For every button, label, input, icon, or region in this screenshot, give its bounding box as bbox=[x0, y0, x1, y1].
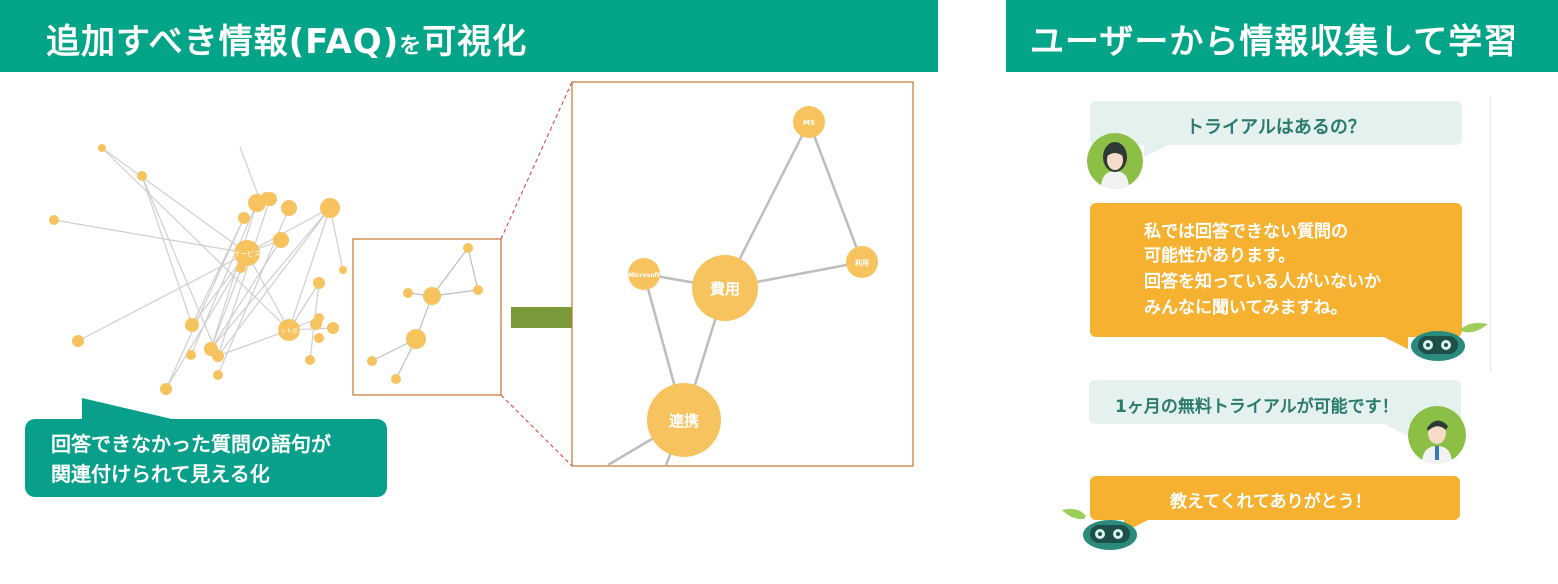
callout-tail bbox=[82, 398, 176, 420]
chat-bubble-r2: 教えてくれてありがとう！ bbox=[1090, 476, 1460, 520]
chat-bubble-r1: 私では回答できない質問の 可能性があります。 回答を知っている人がいないか みん… bbox=[1090, 203, 1462, 337]
chat-q2-text: 1ヶ月の無料トライアルが可能です！ bbox=[1115, 397, 1399, 417]
selection-nodes bbox=[367, 243, 483, 384]
node-hiyou bbox=[692, 255, 758, 321]
overview-nodes bbox=[49, 144, 347, 395]
selection-edges bbox=[371, 247, 479, 380]
banner-left: 追加すべき情報(FAQ)を可視化 bbox=[0, 0, 938, 72]
chat-bubble-q2: 1ヶ月の無料トライアルが可能です！ bbox=[1089, 380, 1461, 424]
node-riyou-label: 利用 bbox=[855, 258, 869, 267]
callout-line2: 関連付けられて見える化 bbox=[51, 462, 270, 486]
banner-right-title: ユーザーから情報収集して学習 bbox=[1030, 22, 1519, 62]
banner-left-end: 可視化 bbox=[422, 22, 528, 62]
node-microsoft-label: Microsoft bbox=[628, 272, 660, 279]
user-avatar-woman-icon bbox=[1087, 133, 1143, 189]
chat-r1-line2: 可能性があります。 bbox=[1144, 246, 1296, 266]
node-hiyou-label: 費用 bbox=[710, 280, 740, 298]
robot-icon-2 bbox=[1062, 508, 1137, 550]
robot-icon bbox=[1411, 322, 1488, 361]
chat-q1-text: トライアルはあるの？ bbox=[1186, 117, 1366, 138]
callout-box: 回答できなかった質問の語句が 関連付けられて見える化 bbox=[25, 419, 387, 497]
zoom-line-bottom bbox=[500, 394, 573, 467]
overview-edges bbox=[53, 146, 344, 390]
zoom-nodes bbox=[628, 106, 878, 457]
chat-q1-tail bbox=[1144, 145, 1168, 157]
banner-left-main: 追加すべき情報(FAQ) bbox=[46, 22, 400, 62]
banner-left-particle: を bbox=[399, 34, 423, 59]
node-renkei bbox=[647, 383, 721, 457]
callout-line1: 回答できなかった質問の語句が bbox=[51, 432, 331, 456]
overview-label-service: サービス bbox=[233, 249, 261, 258]
chat-bubble-q1: トライアルはあるの？ bbox=[1090, 101, 1462, 145]
overview-label-other: チャットボット bbox=[268, 327, 310, 335]
divider bbox=[1490, 96, 1491, 372]
node-renkei-label: 連携 bbox=[669, 412, 699, 430]
chat-r1-line1: 私では回答できない質問の bbox=[1144, 222, 1348, 242]
node-ms-label: MS bbox=[803, 119, 815, 127]
node-riyou bbox=[846, 246, 878, 278]
chat-r1-tail bbox=[1384, 337, 1408, 349]
user-avatar-man-icon bbox=[1408, 406, 1466, 464]
arrow-body bbox=[511, 307, 579, 328]
node-ms bbox=[793, 106, 825, 138]
chat-r2-text: 教えてくれてありがとう！ bbox=[1170, 492, 1372, 512]
network-diagram: サービス チャットボット bbox=[49, 81, 914, 467]
chat-q2-tail bbox=[1384, 424, 1408, 436]
banner-right: ユーザーから情報収集して学習 bbox=[1006, 0, 1558, 72]
selection-box bbox=[352, 238, 502, 396]
node-microsoft bbox=[628, 258, 660, 290]
zoom-line-top bbox=[500, 81, 573, 240]
chat-r1-line3: 回答を知っている人がいないか bbox=[1144, 272, 1382, 292]
chat-r1-line4: みんなに聞いてみますね。 bbox=[1144, 298, 1348, 318]
